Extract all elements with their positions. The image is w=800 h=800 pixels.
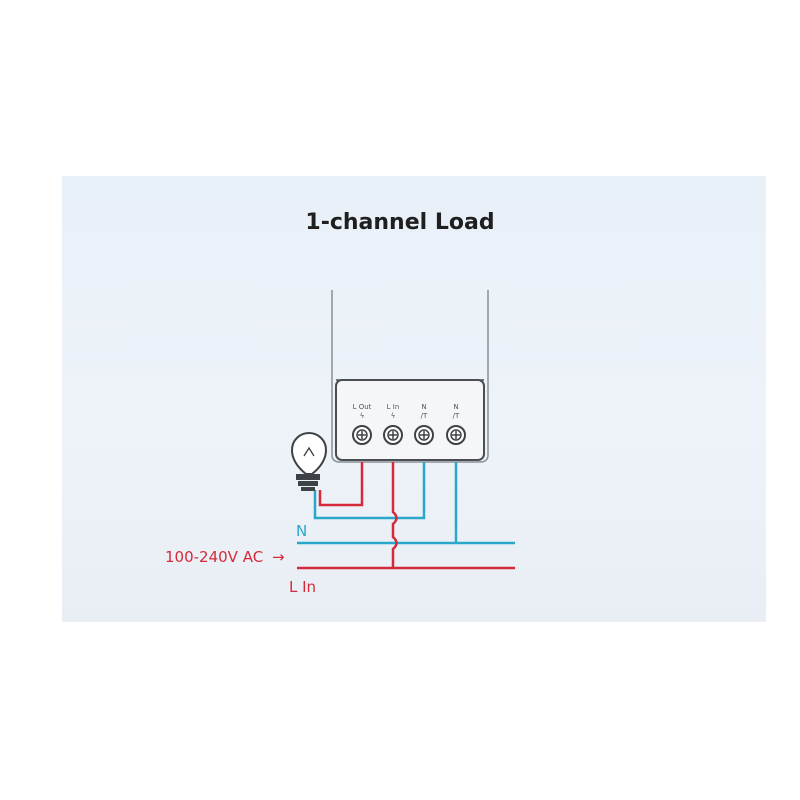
screw-terminal-icon (383, 425, 403, 445)
screw-terminal-icon (414, 425, 434, 445)
neutral-label: N (296, 522, 307, 540)
supply-arrow: → (272, 548, 285, 566)
light-bulb-icon (290, 431, 328, 491)
terminal-symbol-l-in: ϟ (391, 412, 396, 420)
terminal-label-n1: N (421, 403, 426, 411)
live-in-label: L In (289, 578, 316, 596)
diagram-title: 1-channel Load (305, 210, 495, 235)
terminal-label-n2: N (453, 403, 458, 411)
neutral-wires (297, 462, 515, 545)
terminal-symbol-n2: /T (453, 412, 460, 420)
live-wires (297, 462, 515, 570)
supply-voltage-label: 100-240V AC (165, 548, 263, 566)
switch-module (331, 290, 489, 463)
screw-terminal-icon (352, 425, 372, 445)
terminal-symbol-n1: /T (421, 412, 428, 420)
screw-terminal-icon (446, 425, 466, 445)
terminal-symbol-l-out: ϟ (360, 412, 365, 420)
terminal-label-l-in: L In (387, 403, 400, 411)
terminal-label-l-out: L Out (353, 403, 372, 411)
